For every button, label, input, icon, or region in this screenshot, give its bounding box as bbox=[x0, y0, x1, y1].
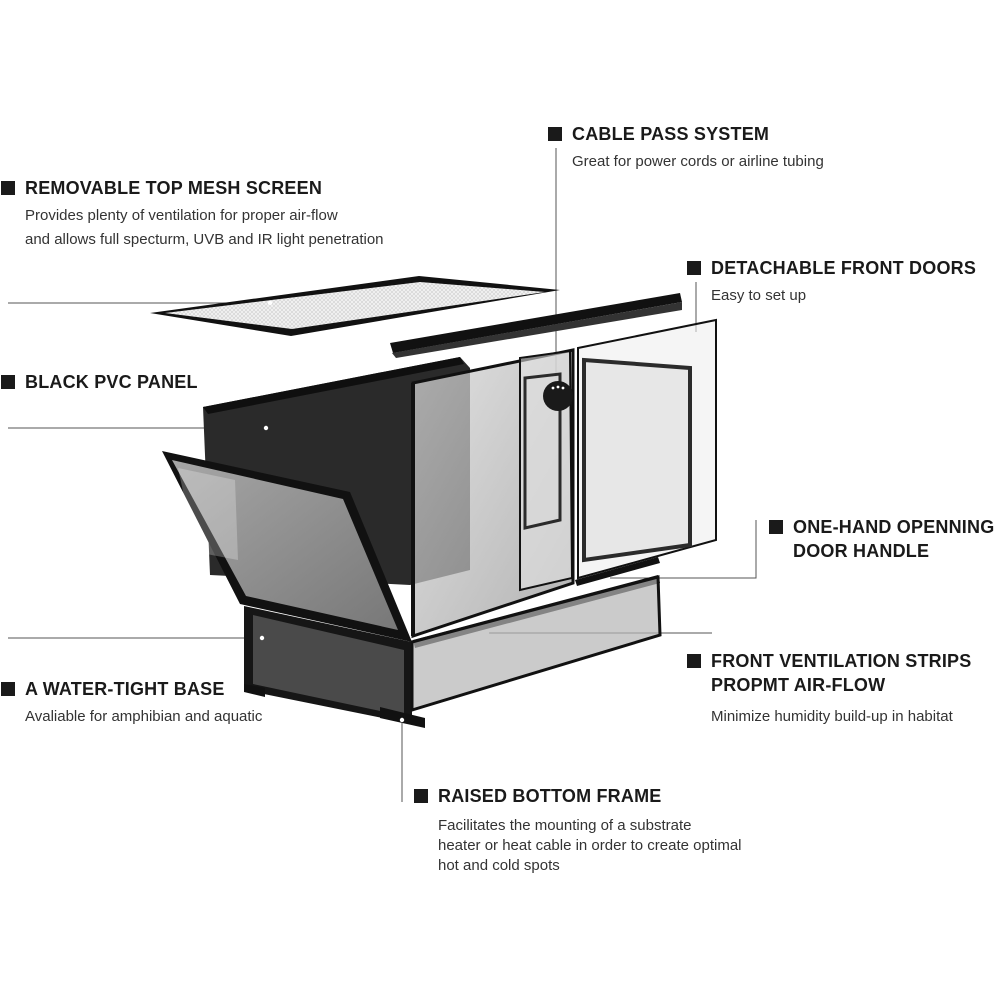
water-tight-base bbox=[244, 575, 662, 724]
ventilation-desc: Minimize humidity build-up in habitat bbox=[711, 708, 953, 725]
ventilation-title-line1: FRONT VENTILATION STRIPS bbox=[711, 651, 972, 671]
door-handle-title-line1: ONE-HAND OPENNING bbox=[793, 517, 995, 537]
bottom-frame-desc-line1: Facilitates the mounting of a substrate bbox=[438, 817, 692, 834]
bullet-square-icon bbox=[1, 682, 15, 696]
top-mesh-screen bbox=[150, 276, 560, 336]
base-desc: Avaliable for amphibian and aquatic bbox=[25, 708, 263, 725]
cable-pass-title: CABLE PASS SYSTEM bbox=[572, 124, 770, 144]
label-front-doors: DETACHABLE FRONT DOORS Easy to set up bbox=[687, 256, 976, 306]
label-bottom-frame: RAISED BOTTOM FRAME Facilitates the moun… bbox=[414, 784, 742, 876]
cable-pass-desc: Great for power cords or airline tubing bbox=[572, 153, 824, 170]
bullet-square-icon bbox=[1, 375, 15, 389]
bottom-frame-title: RAISED BOTTOM FRAME bbox=[438, 786, 662, 806]
front-doors-title: DETACHABLE FRONT DOORS bbox=[711, 258, 977, 278]
ventilation-title-line2: PROPMT AIR-FLOW bbox=[711, 675, 886, 695]
base-title: A WATER-TIGHT BASE bbox=[25, 679, 225, 699]
front-door-right bbox=[577, 318, 717, 580]
top-mesh-title: REMOVABLE TOP MESH SCREEN bbox=[25, 178, 323, 198]
label-cable-pass: CABLE PASS SYSTEM Great for power cords … bbox=[548, 122, 824, 172]
door-handle-title-line2: DOOR HANDLE bbox=[793, 541, 930, 561]
bullet-square-icon bbox=[687, 261, 701, 275]
front-doors-desc: Easy to set up bbox=[711, 287, 807, 304]
label-base: A WATER-TIGHT BASE Avaliable for amphibi… bbox=[1, 677, 262, 727]
pvc-panel-title: BLACK PVC PANEL bbox=[25, 372, 198, 392]
label-pvc-panel: BLACK PVC PANEL bbox=[1, 370, 198, 394]
bullet-square-icon bbox=[769, 520, 783, 534]
bullet-square-icon bbox=[414, 789, 428, 803]
top-mesh-desc-line2: and allows full specturm, UVB and IR lig… bbox=[25, 231, 384, 248]
top-mesh-desc-line1: Provides plenty of ventilation for prope… bbox=[25, 207, 338, 224]
bullet-square-icon bbox=[1, 181, 15, 195]
raised-bottom-frame bbox=[244, 684, 425, 728]
bullet-square-icon bbox=[548, 127, 562, 141]
label-top-mesh: REMOVABLE TOP MESH SCREEN Provides plent… bbox=[1, 176, 384, 250]
front-top-rail bbox=[390, 293, 682, 358]
bottom-frame-desc-line3: hot and cold spots bbox=[438, 857, 560, 874]
cable-pass-grommet bbox=[543, 381, 573, 411]
bottom-frame-desc-line2: heater or heat cable in order to create … bbox=[438, 837, 742, 854]
bullet-square-icon bbox=[687, 654, 701, 668]
open-front-panel bbox=[162, 451, 412, 642]
label-ventilation: FRONT VENTILATION STRIPS PROPMT AIR-FLOW… bbox=[687, 649, 971, 727]
label-door-handle: ONE-HAND OPENNING DOOR HANDLE bbox=[769, 515, 994, 563]
